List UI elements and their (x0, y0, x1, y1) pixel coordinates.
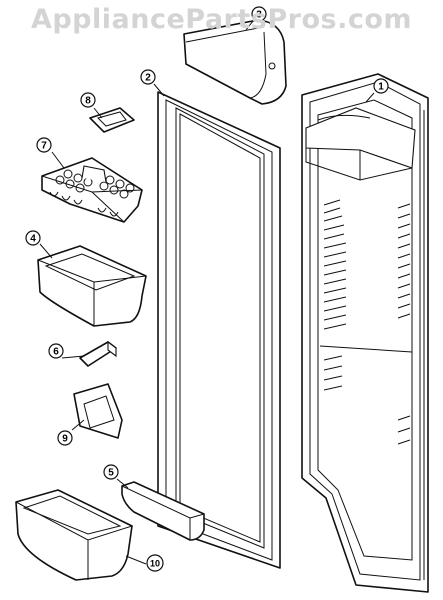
callout-label: 5 (108, 468, 114, 479)
callout-label: 8 (85, 96, 91, 107)
callout-2: 2 (140, 69, 156, 85)
callout-1: 1 (373, 78, 389, 94)
door-liner-part (301, 73, 429, 593)
door-gasket-part (157, 91, 281, 569)
callout-label: 4 (30, 234, 36, 245)
callout-6: 6 (48, 343, 64, 359)
callout-7: 7 (36, 137, 52, 153)
callout-label: 10 (150, 559, 160, 569)
leader-lines (39, 20, 375, 565)
callout-label: 3 (256, 10, 262, 21)
callout-label: 2 (145, 73, 151, 84)
callout-9: 9 (57, 430, 73, 446)
egg-tray-part (41, 157, 143, 223)
wine-rack-holder-part (73, 383, 123, 439)
callout-label: 1 (378, 82, 384, 93)
callout-5: 5 (103, 464, 119, 480)
callout-4: 4 (25, 230, 41, 246)
callout-label: 6 (53, 347, 59, 358)
callout-3: 3 (251, 6, 267, 22)
bin-clip-part (79, 340, 117, 367)
butter-door-cover-part (89, 107, 135, 133)
door-shelf-bin-part (37, 245, 147, 327)
callout-8: 8 (80, 92, 96, 108)
callout-label: 7 (41, 141, 47, 152)
callout-label: 9 (62, 434, 68, 445)
small-door-bin-part (121, 481, 205, 541)
lower-door-bin-part (15, 489, 133, 581)
dairy-door-part (183, 19, 287, 105)
callout-10: 10 (146, 554, 164, 572)
